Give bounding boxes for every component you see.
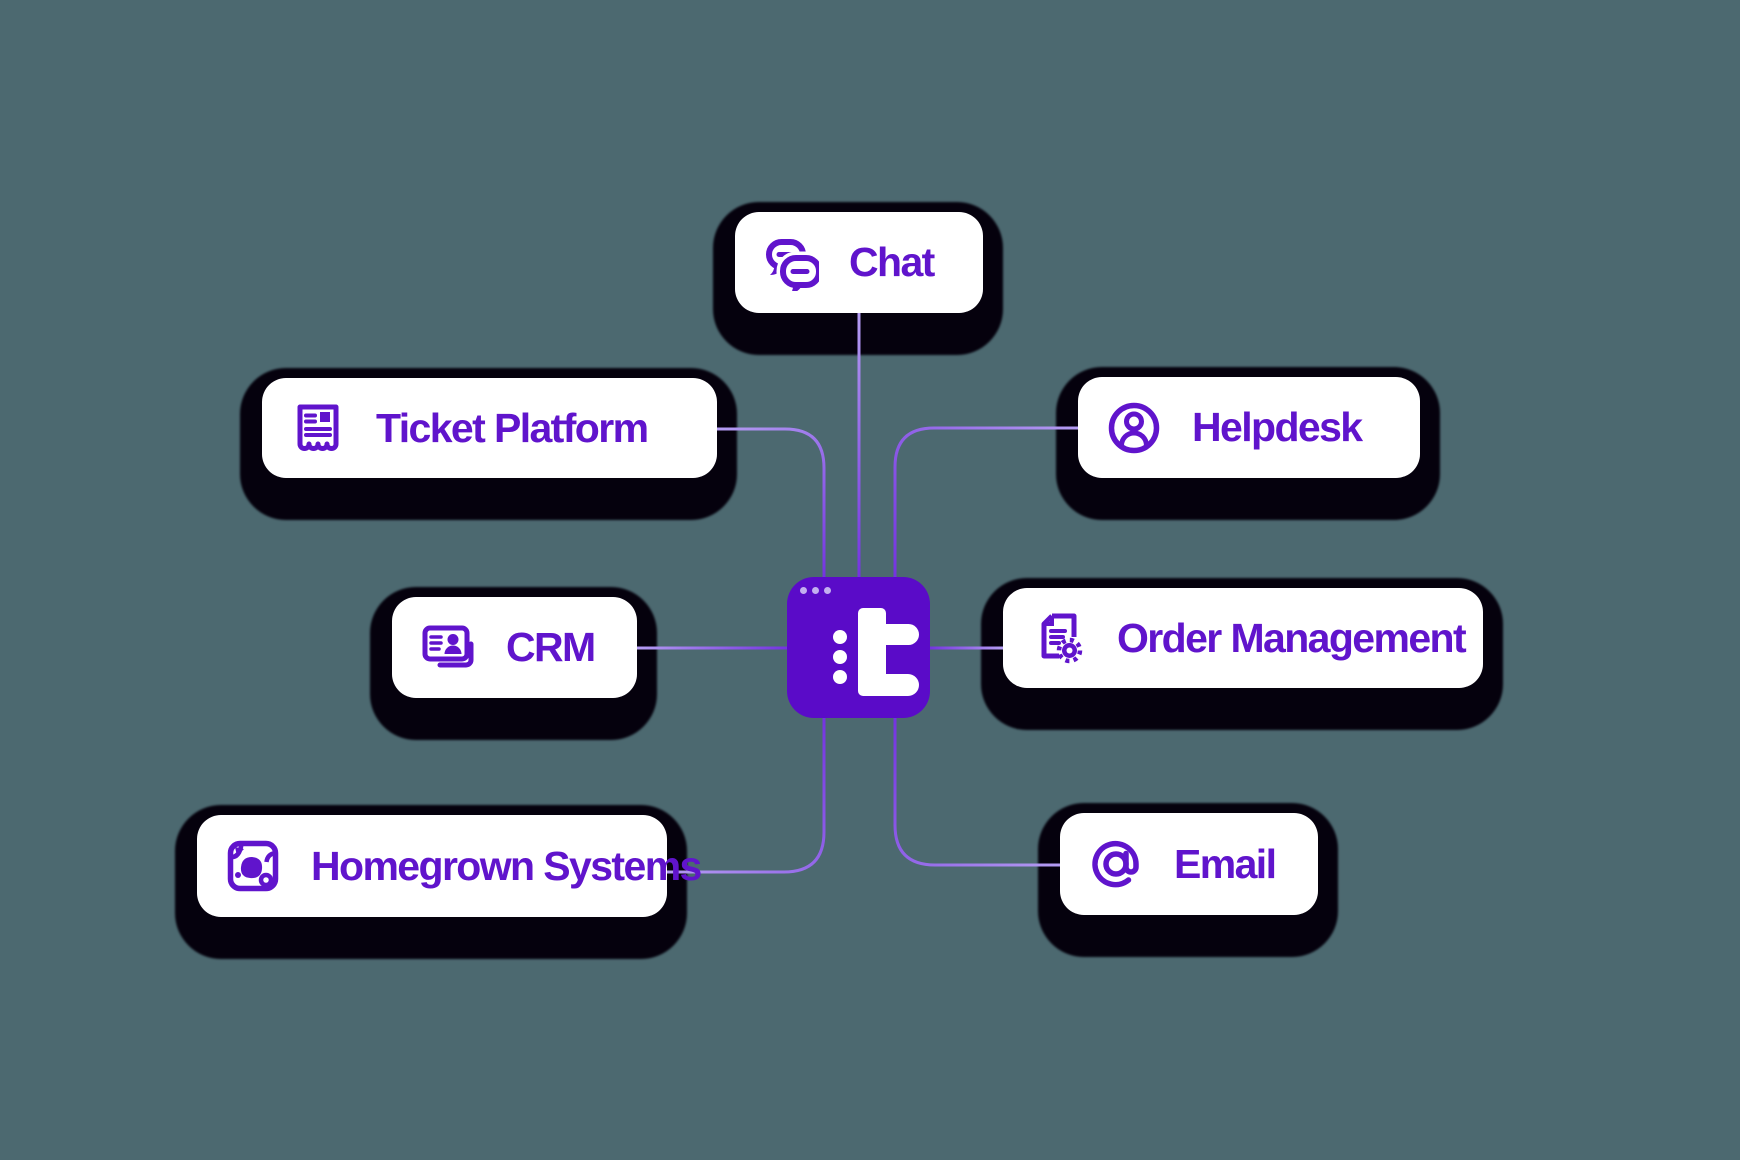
node-card-crm: CRM [392,597,637,698]
chat-bubbles-icon [766,238,819,291]
node-label-helpdesk: Helpdesk [1192,404,1363,450]
custom-system-icon [227,840,279,892]
node-card-ticket-platform: Ticket Platform [262,378,717,478]
hub-window-dot [800,587,807,594]
hub-card: t [787,577,930,718]
connector-email [893,718,1060,867]
contact-card-icon [422,625,474,667]
node-label-homegrown-systems: Homegrown Systems [311,842,702,889]
connector-homegrown [667,718,826,874]
node-card-email: Email [1060,813,1318,915]
document-gear-icon [1041,613,1083,664]
hub-window-dots [800,587,831,594]
node-card-order-management: Order Management [1003,588,1483,688]
ticket-receipt-icon [297,404,339,451]
connector-ticket [717,427,826,577]
connector-helpdesk [893,426,1078,577]
user-circle-icon [1108,402,1160,453]
node-label-crm: CRM [506,624,596,670]
hub-window-dot [812,587,819,594]
at-sign-icon [1092,840,1139,888]
node-label-chat: Chat [849,239,935,285]
hub-logo-icon [833,608,919,696]
node-card-homegrown-systems: Homegrown Systems [197,815,702,917]
node-label-ticket-platform: Ticket Platform [376,404,649,451]
node-card-helpdesk: Helpdesk [1078,377,1420,478]
node-label-order-management: Order Management [1117,614,1467,661]
node-card-chat: Chat [735,212,983,313]
node-label-email: Email [1174,840,1277,887]
hub-window-dot [824,587,831,594]
